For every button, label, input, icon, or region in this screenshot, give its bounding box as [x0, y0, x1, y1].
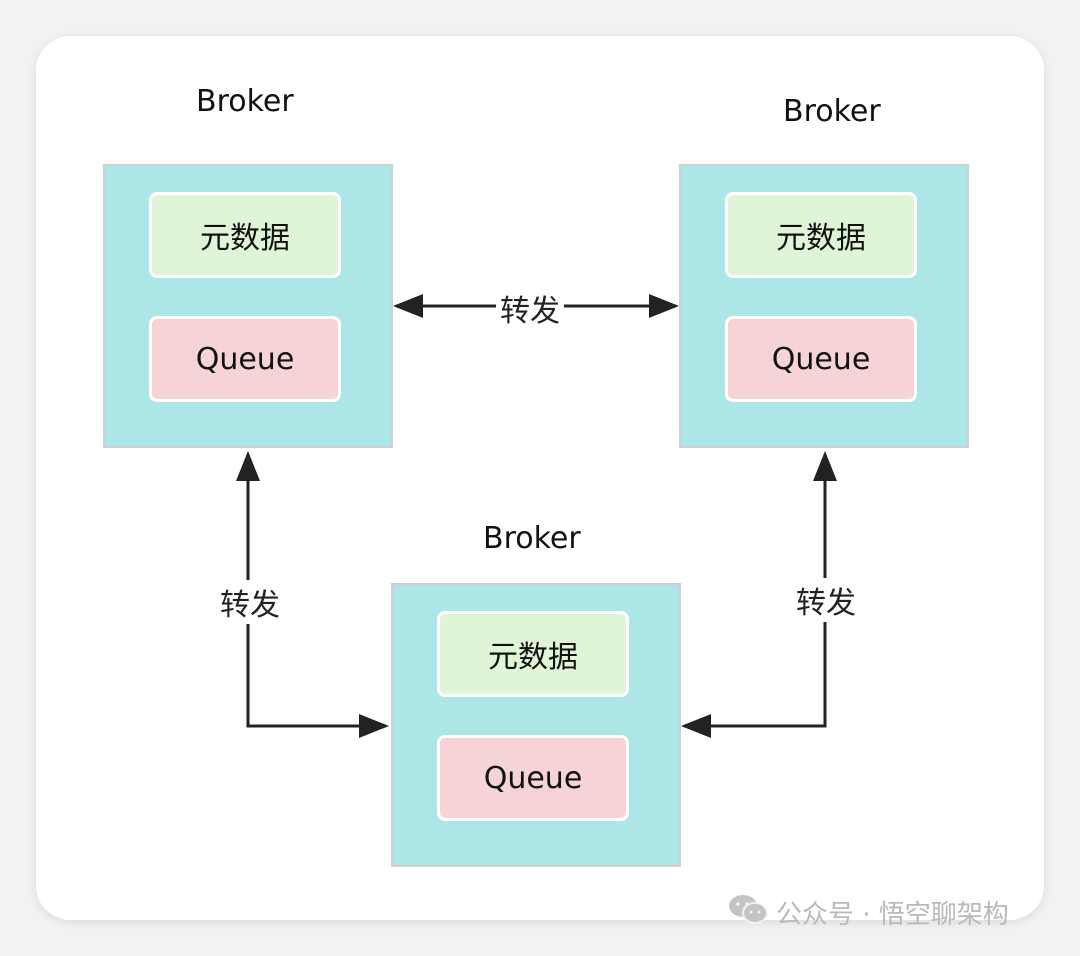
queue-box: Queue	[725, 316, 917, 402]
broker-title-top-left: Broker	[196, 84, 294, 119]
metadata-box: 元数据	[725, 192, 917, 278]
metadata-box: 元数据	[149, 192, 341, 278]
queue-box: Queue	[437, 735, 629, 821]
watermark-text: 公众号 · 悟空聊架构	[776, 900, 1009, 930]
broker-box-top-left: 元数据 Queue	[103, 164, 393, 448]
edge-left-connector	[236, 451, 389, 738]
watermark: 公众号 · 悟空聊架构	[728, 893, 1046, 932]
edge-label-top: 转发	[496, 286, 564, 330]
broker-title-top-right: Broker	[783, 94, 881, 129]
broker-box-bottom: 元数据 Queue	[391, 583, 681, 867]
diagram-card: Broker 元数据 Queue Broker 元数据 Queue Broker…	[36, 36, 1044, 920]
wechat-icon	[728, 893, 768, 932]
edge-right-connector	[681, 451, 837, 738]
broker-title-bottom: Broker	[483, 521, 581, 556]
queue-box: Queue	[149, 316, 341, 402]
metadata-box: 元数据	[437, 611, 629, 697]
broker-box-top-right: 元数据 Queue	[679, 164, 969, 448]
edge-label-right: 转发	[792, 578, 860, 622]
edge-label-left: 转发	[216, 580, 284, 624]
